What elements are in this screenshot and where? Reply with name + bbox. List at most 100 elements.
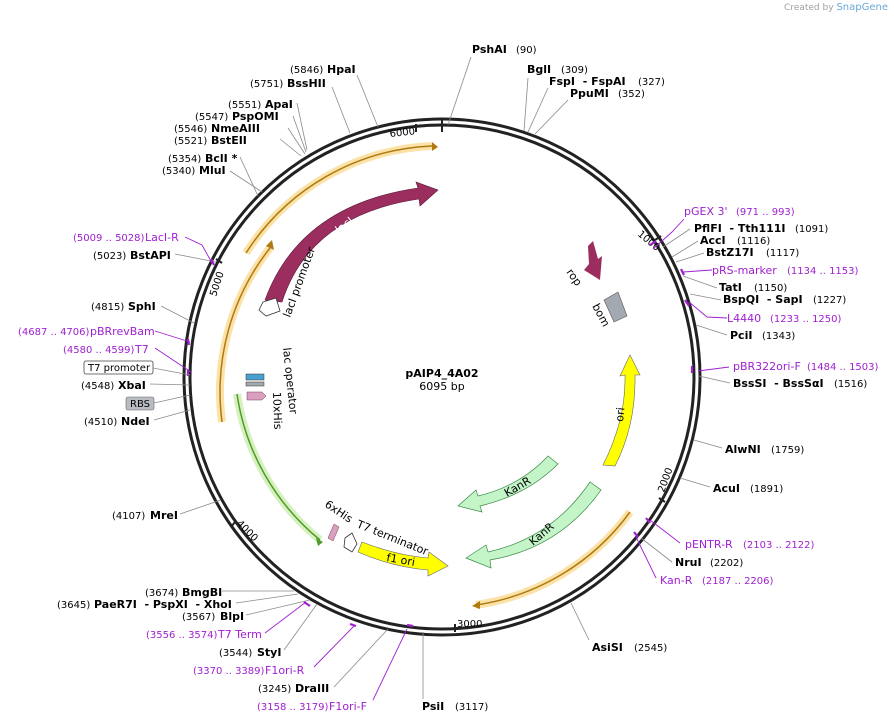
orf-arc-left-green-line xyxy=(236,393,321,541)
enzyme-mlui[interactable]: MluI xyxy=(199,164,226,177)
primer-mark xyxy=(684,299,690,307)
enzyme-bmgbi[interactable]: BmgBI xyxy=(182,586,222,599)
leader xyxy=(283,603,318,651)
leader xyxy=(287,127,306,155)
enzyme-pcii[interactable]: PciI xyxy=(730,329,752,342)
enzyme-draiii[interactable]: DraIII xyxy=(295,682,329,695)
primer-f1ori-f[interactable]: F1ori-F xyxy=(329,700,367,713)
leader xyxy=(534,99,569,135)
primer-leaders xyxy=(154,218,730,701)
enzyme-sphi[interactable]: SphI xyxy=(128,300,156,313)
leader xyxy=(333,628,389,688)
enzyme-bsssi-pos: (1516) xyxy=(834,379,867,390)
enzyme-bcli-pos: (5354) xyxy=(168,154,201,165)
enzyme-hpai[interactable]: HpaI xyxy=(327,63,356,76)
enzyme-bstapi[interactable]: BstAPI xyxy=(130,249,171,262)
primer-kan-r[interactable]: Kan-R xyxy=(660,574,693,587)
primer-leader xyxy=(649,519,681,544)
primer-mark xyxy=(649,240,657,246)
enzyme-asisi[interactable]: AsiSI xyxy=(592,641,623,654)
feature-6xhis xyxy=(327,523,340,542)
orf-arc-bottom-line xyxy=(475,511,631,606)
primer-leader xyxy=(682,269,713,273)
leader xyxy=(179,499,222,515)
feature-kanr-2 xyxy=(465,481,602,569)
enzyme-bspqi[interactable]: BspQI - SapI xyxy=(723,293,803,306)
enzyme-psii-pos: (3117) xyxy=(455,702,488,713)
enzyme-pshai-pos: (90) xyxy=(516,45,537,56)
primer-pbr322ori-f[interactable]: pBR322ori-F xyxy=(733,360,801,373)
enzyme-leaders xyxy=(149,56,731,699)
plasmid-name: pAIP4_4A02 xyxy=(405,367,478,380)
leader xyxy=(679,477,711,488)
enzyme-bgli-pos: (309) xyxy=(561,65,588,76)
rbs-label[interactable]: RBS xyxy=(130,399,150,410)
enzyme-bgli[interactable]: BglI xyxy=(527,63,551,76)
enzyme-apai[interactable]: ApaI xyxy=(265,98,293,111)
primer-pbrrevbam[interactable]: pBRrevBam xyxy=(90,325,155,338)
primer-prs-marker[interactable]: pRS-marker xyxy=(712,264,777,277)
enzyme-mrei[interactable]: MreI xyxy=(150,509,178,522)
enzyme-bmgbi-pos: (3674) xyxy=(145,588,178,599)
enzyme-pspomi[interactable]: PspOMI xyxy=(232,110,279,123)
enzyme-pshai[interactable]: PshAI xyxy=(472,43,507,56)
primer-pentr-r-range: (2103 .. 2122) xyxy=(743,540,815,551)
enzyme-ndei[interactable]: NdeI xyxy=(121,415,150,428)
leader xyxy=(235,593,299,604)
enzyme-tati[interactable]: TatI xyxy=(719,281,742,294)
t7-promoter-box xyxy=(83,360,154,375)
primer-laci-r[interactable]: LacI-R xyxy=(145,231,179,244)
leader xyxy=(527,87,549,133)
enzyme-fspi[interactable]: FspI - FspAI xyxy=(549,75,626,88)
enzyme-styi[interactable]: StyI xyxy=(257,646,281,659)
enzyme-ppumi-pos: (352) xyxy=(618,89,645,100)
enzyme-blpi[interactable]: BlpI xyxy=(220,610,244,623)
enzyme-fspi-pos: (327) xyxy=(638,77,665,88)
enzyme-nmeaiii-pos: (5546) xyxy=(174,124,207,135)
enzyme-paer7i[interactable]: PaeR7I - PspXI - XhoI xyxy=(94,598,232,611)
enzyme-psii[interactable]: PsiI xyxy=(422,700,444,713)
primer-f1ori-r[interactable]: F1ori-R xyxy=(265,664,305,677)
enzyme-bsshii[interactable]: BssHII xyxy=(287,77,326,90)
enzyme-mrei-pos: (4107) xyxy=(112,511,145,522)
credit-prefix: Created by xyxy=(784,3,834,13)
enzyme-pflfi[interactable]: PflFI - Tth111I xyxy=(694,222,786,235)
enzyme-pflfi-pos: (1091) xyxy=(795,224,828,235)
primer-pgex3[interactable]: pGEX 3' xyxy=(684,205,728,218)
enzyme-sphi-pos: (4815) xyxy=(91,302,124,313)
leader xyxy=(279,138,302,157)
feature-bom xyxy=(603,291,628,323)
primer-t7[interactable]: T7 xyxy=(134,343,149,356)
enzyme-nrui[interactable]: NruI xyxy=(675,556,702,569)
enzyme-bspqi-pos: (1227) xyxy=(813,295,846,306)
primer-t7term[interactable]: T7 Term xyxy=(217,628,262,641)
enzyme-bsteii[interactable]: BstEII xyxy=(211,134,247,147)
primer-mark xyxy=(633,531,639,538)
enzyme-acci[interactable]: AccI xyxy=(700,234,726,247)
enzyme-acui-pos: (1891) xyxy=(750,484,783,495)
primer-pentr-r[interactable]: pENTR-R xyxy=(685,538,733,551)
enzyme-bcli[interactable]: BclI * xyxy=(205,152,238,165)
t7-promoter-label[interactable]: T7 promoter xyxy=(87,363,151,374)
tick-label-6000: 6000 xyxy=(389,126,415,140)
enzyme-bsssi[interactable]: BssSI - BssSαI xyxy=(733,377,824,390)
enzyme-xbai[interactable]: XbaI xyxy=(118,379,146,392)
primer-mark xyxy=(349,622,357,628)
primer-l4440[interactable]: L4440 xyxy=(727,312,761,325)
enzyme-ppumi[interactable]: PpuMI xyxy=(570,87,609,100)
leader xyxy=(689,293,722,301)
orf-arc-top-line xyxy=(245,145,433,254)
leader xyxy=(695,324,728,336)
enzyme-alwni[interactable]: AlwNI xyxy=(725,443,761,456)
enzyme-acui[interactable]: AcuI xyxy=(713,482,740,495)
rbs-box xyxy=(125,396,155,411)
feature-laci-promoter xyxy=(258,297,281,317)
primer-t7term-range: (3556 .. 3574) xyxy=(146,630,218,641)
enzyme-nmeaiii[interactable]: NmeAIII xyxy=(211,122,260,135)
enzyme-paer7i-pos: (3645) xyxy=(57,600,90,611)
primer-laci-r-range: (5009 .. 5028) xyxy=(73,233,145,244)
primer-f1ori-r-range: (3370 .. 3389) xyxy=(193,666,265,677)
tick-4000 xyxy=(230,521,236,528)
enzyme-bstz17i[interactable]: BstZ17I xyxy=(706,246,754,259)
enzyme-asisi-pos: (2545) xyxy=(634,643,667,654)
